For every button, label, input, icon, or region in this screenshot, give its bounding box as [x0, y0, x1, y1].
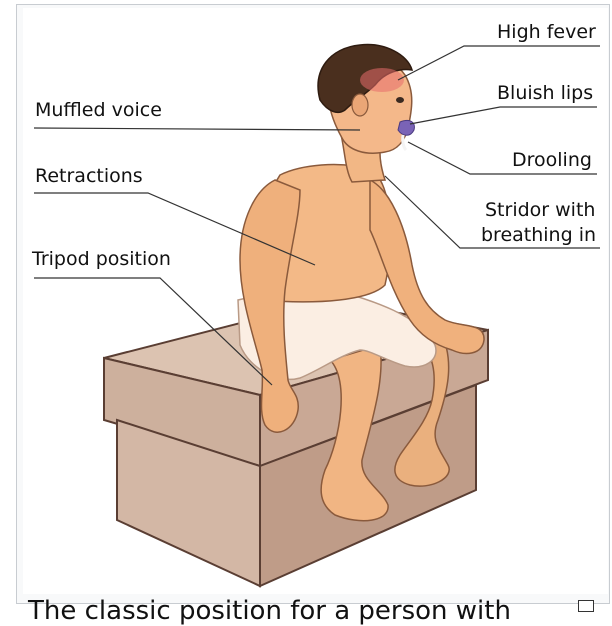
- right-arm: [369, 178, 485, 355]
- eye: [396, 97, 404, 103]
- label-high-fever: High fever: [497, 21, 596, 43]
- expand-icon[interactable]: [578, 600, 594, 612]
- right-leg: [394, 329, 450, 487]
- figure-caption: The classic position for a person with: [28, 596, 511, 626]
- label-stridor-line1: Stridor with: [485, 199, 596, 221]
- leader-lines: [33, 45, 600, 386]
- fever-flush: [360, 68, 404, 92]
- label-muffled-voice: Muffled voice: [35, 99, 162, 121]
- label-tripod-position: Tripod position: [32, 248, 171, 270]
- label-stridor-line2: breathing in: [481, 224, 597, 246]
- drool: [401, 134, 408, 152]
- label-drooling: Drooling: [512, 149, 592, 171]
- left-arm: [239, 179, 301, 433]
- left-leg: [320, 344, 389, 522]
- ear: [351, 93, 369, 117]
- label-bluish-lips: Bluish lips: [497, 82, 594, 104]
- label-retractions: Retractions: [35, 165, 143, 187]
- bluish-lips: [397, 119, 415, 136]
- epiglottitis-illustration: [33, 43, 600, 588]
